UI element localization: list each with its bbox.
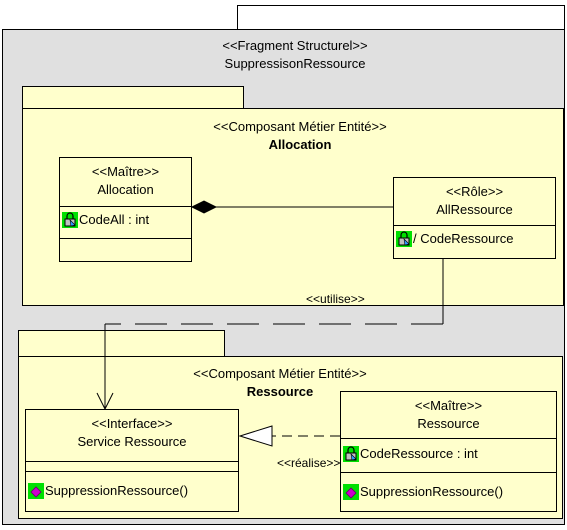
class-name: Allocation	[97, 182, 154, 197]
operation-text: SuppressionRessource()	[360, 484, 504, 499]
key-attribute-icon	[396, 231, 412, 247]
attribute-row[interactable]: CodeRessource : int	[341, 439, 556, 463]
service-ressource-interface[interactable]: <<Interface>> Service Ressource Suppress…	[25, 409, 239, 512]
class-name: AllRessource	[436, 202, 513, 217]
operation-text: SuppressionRessource()	[45, 483, 189, 498]
operation-icon	[28, 483, 44, 499]
attribute-row[interactable]: CodeAll : int	[60, 207, 191, 229]
realization-arrowhead	[238, 425, 273, 447]
allocation-component-tab[interactable]	[22, 86, 244, 110]
allressource-role-class[interactable]: <<Rôle>> AllRessource / CodeRessource	[393, 177, 556, 259]
ressource-component-stereotype: <<Composant Métier Entité>>	[193, 366, 367, 381]
ressource-master-class[interactable]: <<Maître>> Ressource CodeRessource : int…	[340, 391, 557, 512]
allocation-master-class[interactable]: <<Maître>> Allocation CodeAll : int	[59, 157, 192, 262]
key-attribute-icon	[62, 212, 78, 228]
attribute-text: CodeRessource : int	[360, 446, 478, 461]
attribute-text: CodeAll : int	[79, 212, 150, 227]
ressource-component-name: Ressource	[246, 384, 314, 399]
operation-row[interactable]: SuppressionRessource()	[26, 472, 238, 500]
attribute-text: / CodeRessource	[413, 231, 514, 246]
composition-diamond	[190, 200, 218, 214]
uses-dependency[interactable]	[96, 259, 444, 411]
key-attribute-icon	[343, 446, 359, 462]
class-stereotype: <<Maître>>	[91, 164, 160, 179]
class-name: Service Ressource	[77, 434, 187, 449]
realization-relationship[interactable]	[238, 425, 340, 447]
realizes-label: <<réalise>>	[277, 456, 341, 470]
dependency-arrowhead	[96, 392, 114, 411]
attribute-row[interactable]: / CodeRessource	[394, 226, 555, 248]
composition-association[interactable]	[190, 200, 393, 214]
fragment-name: SuppressisonRessource	[224, 56, 366, 71]
uses-label: <<utilise>>	[306, 292, 365, 306]
allocation-component-stereotype: <<Composant Métier Entité>>	[213, 119, 387, 134]
ressource-component-tab[interactable]	[18, 330, 225, 358]
operation-row[interactable]: SuppressionRessource()	[341, 473, 556, 501]
class-stereotype: <<Interface>>	[91, 416, 173, 431]
class-name: Ressource	[417, 416, 480, 431]
class-stereotype: <<Maître>>	[414, 398, 483, 413]
operation-icon	[343, 484, 359, 500]
fragment-stereotype: <<Fragment Structurel>>	[222, 38, 368, 53]
allocation-component-name: Allocation	[268, 137, 332, 152]
class-stereotype: <<Rôle>>	[445, 184, 504, 199]
